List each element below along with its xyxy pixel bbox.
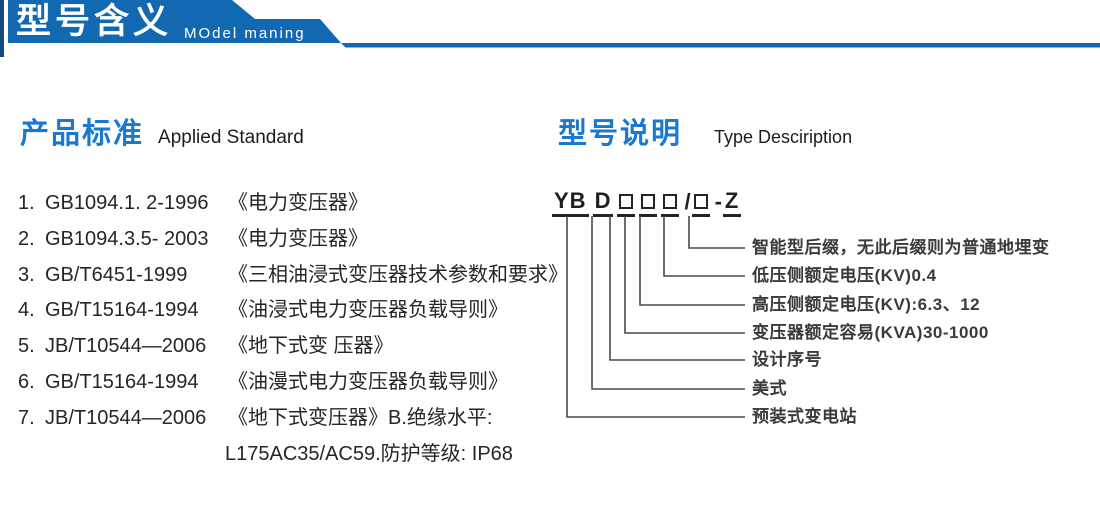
applied-standard-heading-zh: 产品标准 bbox=[20, 118, 145, 150]
type-description-heading: 型号说明 Type Desciription bbox=[558, 110, 852, 152]
connector-type bbox=[591, 216, 745, 390]
placeholder-box bbox=[663, 194, 678, 209]
diagram-label-serial: 设计序号 bbox=[752, 350, 822, 369]
standard-code: GB/T15164-1994 bbox=[45, 299, 199, 322]
type-description-heading-en: Type Desciription bbox=[714, 127, 853, 147]
applied-standard-heading-en: Applied Standard bbox=[158, 127, 304, 148]
standard-code: GB/T6451-1999 bbox=[45, 263, 188, 286]
diagram-label-lv-voltage: 低压侧额定电压(KV)0.4 bbox=[752, 266, 937, 285]
model-code: YB D / - Z bbox=[552, 190, 745, 217]
standard-item: 7. JB/T10544—2006 《地下式变压器》B.绝缘水平: bbox=[18, 401, 558, 437]
model-code-suffix: Z bbox=[722, 190, 742, 217]
standard-item: 3. GB/T6451-1999 《三相油浸式变压器技术参数和要求》 bbox=[18, 258, 568, 294]
standards-list: 1. GB1094.1. 2-1996 《电力变压器》 2. GB1094.3.… bbox=[18, 186, 568, 473]
model-code-lv-box bbox=[691, 194, 710, 217]
standard-title: 《油漫式电力变压器负载导则》 bbox=[228, 370, 508, 393]
standard-title: 《三相油浸式变压器技术参数和要求》 bbox=[228, 263, 568, 286]
diagram-label-type: 美式 bbox=[752, 379, 787, 398]
standard-code: JB/T10544—2006 bbox=[45, 406, 207, 429]
banner-accent-bar bbox=[0, 0, 4, 57]
placeholder-box bbox=[641, 194, 656, 209]
standard-item: 6. GB/T15164-1994 《油漫式电力变压器负载导则》 bbox=[18, 365, 558, 401]
standard-code: GB1094.3.5- 2003 bbox=[45, 227, 209, 250]
standard-title: 《地下式变压器》B.绝缘水平: bbox=[228, 406, 493, 429]
standard-title: 《油浸式电力变压器负载导则》 bbox=[228, 299, 508, 322]
model-code-serial-box bbox=[661, 194, 680, 217]
diagram-label-suffix: 智能型后缀，无此后缀则为普通地埋变 bbox=[752, 238, 1050, 257]
banner-blue-shape bbox=[8, 0, 1100, 48]
standard-title: 《地下式变 压器》 bbox=[228, 335, 394, 358]
standard-title: 《电力变压器》 bbox=[228, 227, 368, 250]
placeholder-box bbox=[693, 194, 708, 209]
diagram-label-capacity: 变压器额定容易(KVA)30-1000 bbox=[752, 323, 989, 342]
model-code-type: D bbox=[592, 190, 614, 217]
standard-number: 7. bbox=[18, 406, 35, 429]
banner-shape bbox=[0, 0, 1100, 57]
standard-title: 《电力变压器》 bbox=[228, 192, 368, 214]
standard-item: 1. GB1094.1. 2-1996 《电力变压器》 bbox=[18, 186, 558, 222]
connector-prefix bbox=[566, 216, 745, 418]
connector-hv-voltage bbox=[639, 216, 745, 306]
connector-serial bbox=[609, 216, 745, 361]
page-title: 型号含义 bbox=[16, 2, 173, 41]
standard-item: 4. GB/T15164-1994 《油浸式电力变压器负载导则》 bbox=[18, 293, 558, 329]
model-code-dash: - bbox=[714, 189, 722, 214]
model-code-capacity-box bbox=[617, 194, 636, 217]
standard-number: 4. bbox=[18, 299, 35, 322]
type-description-heading-zh: 型号说明 bbox=[558, 118, 683, 150]
standard-code: JB/T10544—2006 bbox=[45, 335, 207, 358]
model-code-prefix: YB bbox=[552, 190, 589, 217]
applied-standard-heading: 产品标准 Applied Standard bbox=[20, 110, 304, 152]
standard-item-continuation: L175AC35/AC59.防护等级: IP68 bbox=[18, 437, 558, 473]
standard-number: 6. bbox=[18, 370, 35, 393]
standard-continuation-text: L175AC35/AC59.防护等级: IP68 bbox=[225, 442, 513, 465]
standard-item: 5. JB/T10544—2006 《地下式变 压器》 bbox=[18, 329, 558, 365]
model-code-hv-box bbox=[639, 194, 658, 217]
standard-number: 1. bbox=[18, 192, 35, 214]
standard-code: GB/T15164-1994 bbox=[45, 370, 199, 393]
standard-number: 3. bbox=[18, 263, 35, 286]
standard-number: 5. bbox=[18, 335, 35, 358]
connector-capacity bbox=[624, 216, 745, 334]
diagram-label-hv-voltage: 高压侧额定电压(KV):6.3、12 bbox=[752, 295, 981, 314]
connector-suffix bbox=[688, 216, 745, 249]
diagram-label-prefix: 预装式变电站 bbox=[752, 407, 857, 426]
model-diagram-connectors bbox=[566, 216, 745, 418]
page-subtitle: MOdel maning bbox=[184, 25, 306, 42]
standard-number: 2. bbox=[18, 227, 35, 250]
connector-lv-voltage bbox=[663, 216, 745, 277]
standard-code: GB1094.1. 2-1996 bbox=[45, 192, 209, 214]
placeholder-box bbox=[619, 194, 634, 209]
model-code-slash: / bbox=[684, 189, 691, 214]
standard-item: 2. GB1094.3.5- 2003 《电力变压器》 bbox=[18, 222, 558, 258]
